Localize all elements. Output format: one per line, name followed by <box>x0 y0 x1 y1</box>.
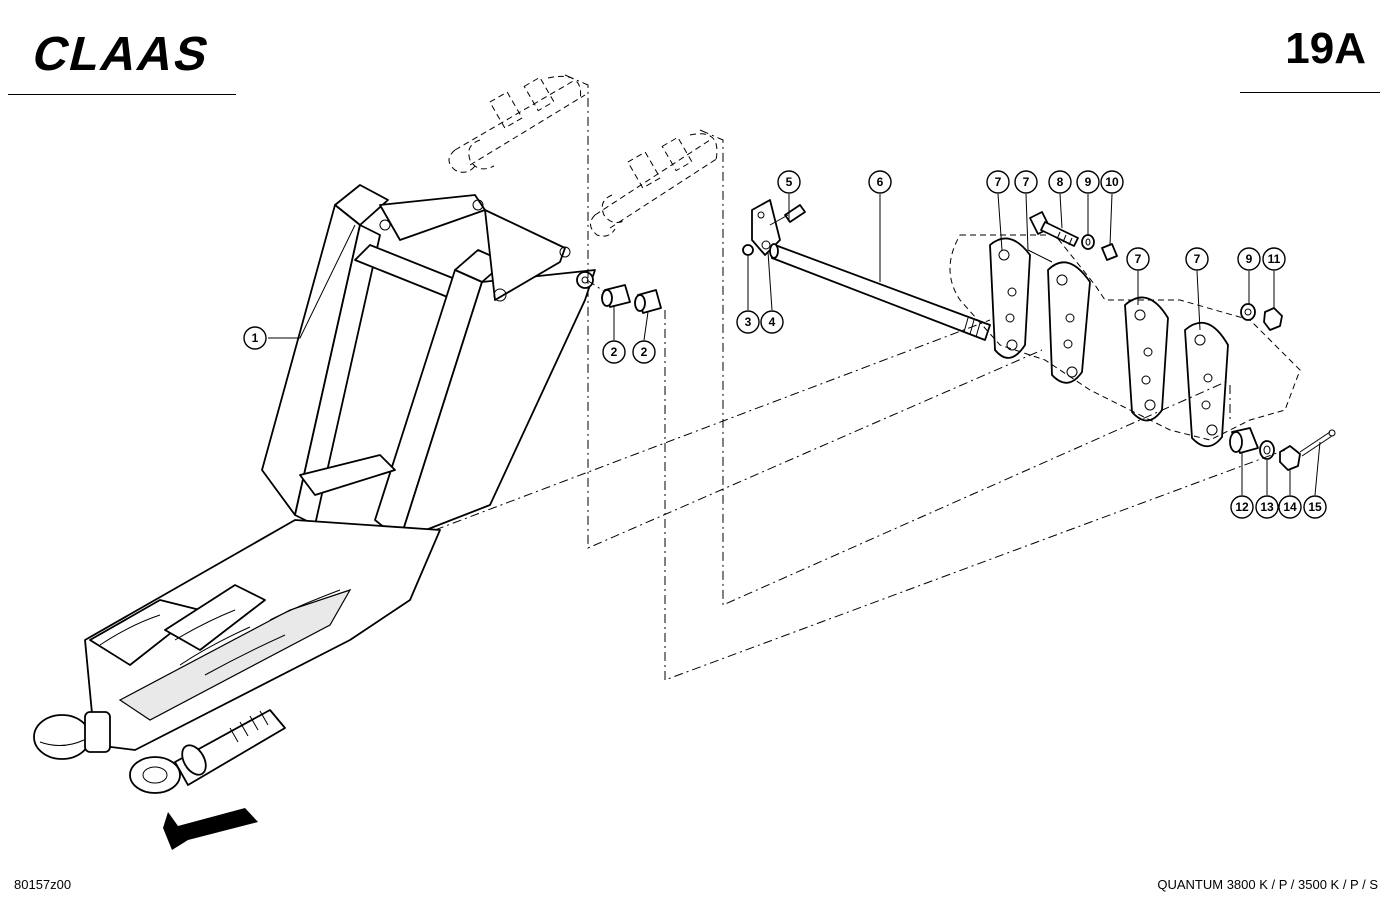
callout-11: 11 <box>1262 247 1286 271</box>
svg-text:9: 9 <box>1085 175 1092 189</box>
callout-7b: 7 <box>1014 170 1038 194</box>
callout-9b: 9 <box>1237 247 1261 271</box>
spacer-12 <box>1229 427 1259 454</box>
svg-text:11: 11 <box>1268 252 1281 266</box>
callout-5: 5 <box>777 170 801 194</box>
svg-text:6: 6 <box>877 175 884 189</box>
washer-9b <box>1240 303 1256 321</box>
callout-1: 1 <box>243 326 267 350</box>
ghost-bracket <box>949 234 1301 441</box>
spacer-10 <box>1101 243 1118 261</box>
callout-4: 4 <box>760 310 784 334</box>
washer-9a <box>1081 234 1095 250</box>
model-line: QUANTUM 3800 K / P / 3500 K / P / S <box>1157 877 1378 892</box>
callout-2a: 2 <box>602 340 626 364</box>
drawing-id: 80157z00 <box>14 877 72 892</box>
svg-text:7: 7 <box>1135 252 1142 266</box>
shaft <box>769 243 991 341</box>
direction-arrow-icon <box>163 808 258 850</box>
leader-lines <box>268 193 1321 496</box>
callout-12: 12 <box>1230 495 1254 519</box>
svg-text:7: 7 <box>1194 252 1201 266</box>
page-code: 19A <box>1285 24 1366 73</box>
callout-7d: 7 <box>1185 247 1209 271</box>
svg-text:14: 14 <box>1283 500 1297 514</box>
link-plate-1 <box>989 237 1031 359</box>
nut-3 <box>742 244 754 256</box>
callout-15: 15 <box>1303 495 1327 519</box>
callout-10: 10 <box>1100 170 1124 194</box>
assembly-lines <box>434 74 1286 681</box>
claas-logo: CLAAS <box>27 28 243 83</box>
ghost-cylinder-upper <box>448 75 586 173</box>
washer-13 <box>1259 440 1275 460</box>
nut-11 <box>1263 307 1283 331</box>
svg-text:4: 4 <box>769 315 776 329</box>
svg-text:9: 9 <box>1246 252 1253 266</box>
bolt-8 <box>1029 211 1079 247</box>
svg-text:15: 15 <box>1308 500 1322 514</box>
bolt-5 <box>769 204 806 226</box>
svg-text:13: 13 <box>1260 500 1274 514</box>
eye-bolt <box>129 709 286 794</box>
header-rule-right <box>1240 92 1380 93</box>
svg-text:1: 1 <box>252 331 259 345</box>
svg-text:7: 7 <box>1023 175 1030 189</box>
split-pin-15 <box>1299 429 1336 457</box>
brand-wordmark: CLAAS <box>28 30 216 78</box>
svg-text:12: 12 <box>1235 500 1249 514</box>
header-rule-left <box>8 94 236 95</box>
callout-9a: 9 <box>1076 170 1100 194</box>
ghost-cylinder-lower <box>590 133 719 237</box>
link-plate-3 <box>1124 296 1169 422</box>
callout-13: 13 <box>1255 495 1279 519</box>
callout-6: 6 <box>868 170 892 194</box>
svg-text:2: 2 <box>641 345 648 359</box>
svg-text:2: 2 <box>611 345 618 359</box>
callout-14: 14 <box>1278 495 1302 519</box>
drawbar-frame <box>33 184 596 760</box>
svg-text:3: 3 <box>745 315 752 329</box>
link-plate-4 <box>1184 321 1229 448</box>
bushing-2a <box>601 284 631 308</box>
svg-text:8: 8 <box>1057 175 1064 189</box>
callout-7a: 7 <box>986 170 1010 194</box>
castle-nut-14 <box>1279 445 1301 471</box>
link-plate-2 <box>1047 261 1091 384</box>
svg-text:7: 7 <box>995 175 1002 189</box>
callout-3: 3 <box>736 310 760 334</box>
svg-text:5: 5 <box>786 175 793 189</box>
svg-text:10: 10 <box>1105 175 1119 189</box>
callout-2b: 2 <box>632 340 656 364</box>
bushing-2b <box>634 289 662 314</box>
callout-7c: 7 <box>1126 247 1150 271</box>
callout-8: 8 <box>1048 170 1072 194</box>
